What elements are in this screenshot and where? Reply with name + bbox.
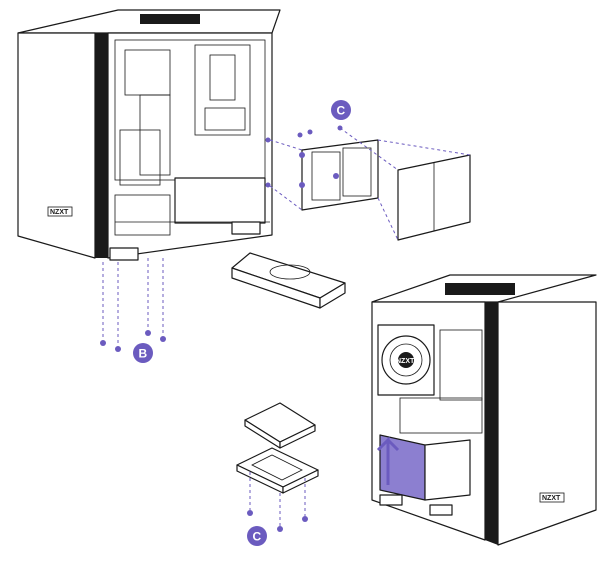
hard-drive bbox=[231, 252, 346, 309]
hdd-bracket bbox=[299, 139, 379, 211]
case-logo-right-text: NZXT bbox=[542, 495, 561, 502]
left-case: NZXT bbox=[17, 9, 281, 261]
mount-point bbox=[265, 137, 271, 143]
ssd-tray bbox=[236, 447, 319, 494]
callout-label-c-top: C bbox=[337, 104, 346, 118]
motherboard-tray bbox=[194, 44, 251, 136]
top-vent-grille bbox=[140, 14, 200, 24]
screw bbox=[145, 330, 151, 336]
fan-logo-text: NZXT bbox=[396, 358, 415, 365]
right-case: NZXT NZXT bbox=[371, 274, 597, 546]
hdd-plate bbox=[397, 154, 471, 241]
insert-arrow bbox=[376, 436, 400, 485]
screw bbox=[100, 340, 106, 346]
top-vent-grille-right bbox=[445, 283, 515, 295]
case-logo-right bbox=[539, 492, 565, 503]
case-logo-left bbox=[47, 206, 73, 217]
mount-point bbox=[265, 182, 271, 188]
callout-label-b: B bbox=[139, 347, 148, 361]
ssd-drive bbox=[244, 402, 316, 449]
screw bbox=[277, 526, 283, 532]
case-logo-left-text: NZXT bbox=[50, 209, 69, 216]
c-top-guides bbox=[269, 125, 471, 241]
callout-badge-b: B bbox=[133, 343, 153, 363]
ssd-screw-guides bbox=[247, 472, 308, 532]
screw bbox=[302, 516, 308, 522]
psu-shroud bbox=[174, 177, 266, 224]
callout-badge-c-bottom: C bbox=[247, 526, 267, 546]
callout-badge-c-top: C bbox=[331, 100, 351, 120]
callout-label-c-bottom: C bbox=[253, 530, 262, 544]
bottom-screw-guides bbox=[100, 258, 166, 352]
screw bbox=[115, 346, 121, 352]
screw bbox=[160, 336, 166, 342]
screw bbox=[247, 510, 253, 516]
motherboard-area bbox=[439, 329, 483, 401]
